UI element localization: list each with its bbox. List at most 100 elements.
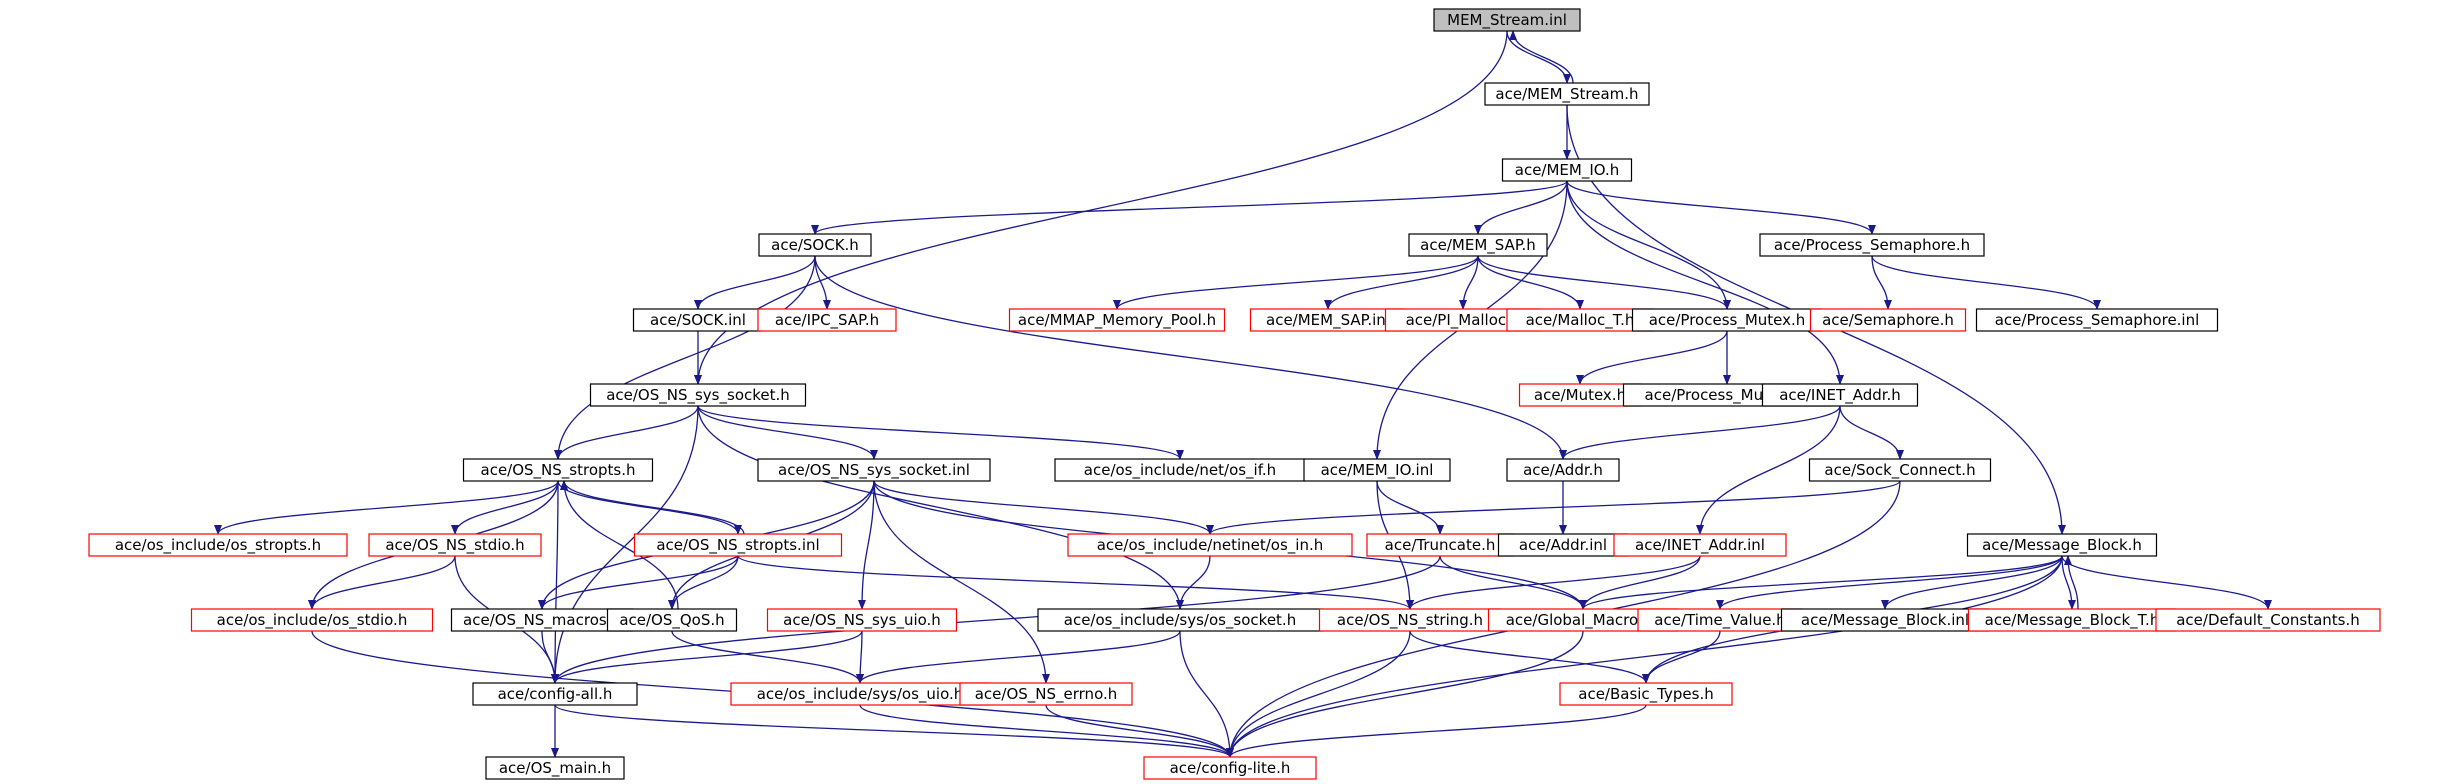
node-ace-mem-sap-h[interactable]: ace/MEM_SAP.h [1408, 233, 1548, 257]
node-ace-sock-h[interactable]: ace/SOCK.h [758, 233, 872, 257]
node-ace-os-include-os-stdio-h[interactable]: ace/os_include/os_stdio.h [190, 608, 434, 632]
edge-n16-to-n22 [697, 405, 1184, 460]
node-ace-os-ns-sys-uio-h[interactable]: ace/OS_NS_sys_uio.h [766, 608, 958, 632]
edge-n3-to-n4 [811, 180, 1568, 235]
node-label: ace/IPC_SAP.h [775, 311, 879, 330]
edge-n33-to-n43 [2061, 555, 2076, 610]
node-label: ace/OS_NS_sys_uio.h [783, 611, 941, 630]
node-box [462, 458, 654, 482]
node-ace-process-semaphore-inl[interactable]: ace/Process_Semaphore.inl [1975, 308, 2219, 332]
edge-n38-to-n46 [856, 630, 1181, 684]
node-ace-time-value-h[interactable]: ace/Time_Value.h [1637, 608, 1803, 632]
node-label: ace/Addr.h [1523, 461, 1603, 479]
edge-n20-to-n26 [214, 480, 559, 535]
node-ace-process-semaphore-h[interactable]: ace/Process_Semaphore.h [1759, 233, 1985, 257]
edge-n21-to-n29 [873, 480, 1214, 535]
node-box [1613, 533, 1787, 557]
node-ace-config-lite-h[interactable]: ace/config-lite.h [1143, 756, 1317, 780]
edge-n20-to-n27 [451, 480, 559, 535]
node-ace-mmap-memory-pool-h[interactable]: ace/MMAP_Memory_Pool.h [1008, 308, 1226, 332]
edge-n30-to-n45 [551, 555, 1441, 684]
edge-n30-to-n40 [1439, 555, 1587, 610]
edge-n37-to-n46 [856, 630, 865, 684]
edge-n48-to-n50 [1226, 704, 1647, 758]
node-ace-global-macros-h[interactable]: ace/Global_Macros.h [1487, 608, 1679, 632]
node-ace-os-include-net-os-if-h[interactable]: ace/os_include/net/os_if.h [1054, 458, 1306, 482]
node-box [1143, 756, 1317, 780]
node-ace-pi-malloc-h[interactable]: ace/PI_Malloc.h [1384, 308, 1542, 332]
edge-n4-to-n7 [694, 255, 816, 310]
edge-n20-to-n45 [551, 480, 560, 684]
node-label: ace/Global_Macros.h [1506, 611, 1661, 630]
node-ace-os-ns-sys-socket-h[interactable]: ace/OS_NS_sys_socket.h [589, 383, 807, 407]
node-mem-stream-inl[interactable]: MEM_Stream.inl [1433, 8, 1581, 32]
node-ace-os-include-sys-os-uio-h[interactable]: ace/os_include/sys/os_uio.h [730, 682, 990, 706]
node-box [485, 756, 625, 780]
node-label: ace/Process_Semaphore.inl [1995, 311, 2200, 330]
node-label: ace/Message_Block_T.h [1985, 611, 2160, 630]
node-label: ace/Basic_Types.h [1578, 685, 1713, 704]
node-ace-mem-sap-inl[interactable]: ace/MEM_SAP.inl [1249, 308, 1407, 332]
node-box [472, 682, 638, 706]
edge-n16-to-n38 [697, 405, 1184, 610]
edge-n47-to-n50 [1045, 704, 1234, 758]
node-ace-truncate-h[interactable]: ace/Truncate.h [1366, 533, 1514, 557]
node-label: ace/PI_Malloc.h [1406, 311, 1521, 330]
node-ace-message-block-h[interactable]: ace/Message_Block.h [1966, 533, 2158, 557]
node-label: ace/Mutex.h [1534, 386, 1626, 404]
node-ace-addr-inl[interactable]: ace/Addr.inl [1497, 533, 1629, 557]
node-ace-os-include-os-stropts-h[interactable]: ace/os_include/os_stropts.h [88, 533, 348, 557]
node-ace-os-ns-stdio-h[interactable]: ace/OS_NS_stdio.h [368, 533, 542, 557]
node-box [1809, 308, 1967, 332]
node-ace-basic-types-h[interactable]: ace/Basic_Types.h [1559, 682, 1733, 706]
node-label: ace/OS_main.h [499, 759, 611, 778]
node-box [1067, 533, 1353, 557]
edge-n3-to-n6 [1566, 180, 1876, 235]
node-ace-os-ns-errno-h[interactable]: ace/OS_NS_errno.h [959, 682, 1133, 706]
node-ace-sock-inl[interactable]: ace/SOCK.inl [632, 308, 764, 332]
node-ace-mem-io-inl[interactable]: ace/MEM_IO.inl [1303, 458, 1451, 482]
node-box [190, 608, 434, 632]
node-ace-mutex-h[interactable]: ace/Mutex.h [1518, 383, 1642, 407]
node-ace-addr-h[interactable]: ace/Addr.h [1506, 458, 1620, 482]
node-ace-mem-io-h[interactable]: ace/MEM_IO.h [1501, 158, 1633, 182]
node-label: ace/Process_Semaphore.h [1774, 236, 1970, 255]
node-label: ace/Truncate.h [1385, 536, 1496, 554]
edge-n36-to-n46 [671, 630, 864, 684]
node-ace-os-qos-h[interactable]: ace/OS_QoS.h [606, 608, 738, 632]
node-box [2155, 608, 2381, 632]
node-ace-os-include-sys-os-socket-h[interactable]: ace/os_include/sys/os_socket.h [1037, 608, 1323, 632]
node-ace-sock-connect-h[interactable]: ace/Sock_Connect.h [1808, 458, 1992, 482]
node-box [589, 383, 807, 407]
node-ace-config-all-h[interactable]: ace/config-all.h [472, 682, 638, 706]
node-ace-os-ns-string-h[interactable]: ace/OS_NS_string.h [1318, 608, 1502, 632]
node-ace-os-ns-sys-socket-inl[interactable]: ace/OS_NS_sys_socket.inl [757, 458, 991, 482]
node-ace-message-block-inl[interactable]: ace/Message_Block.inl [1780, 608, 1990, 632]
node-ace-semaphore-h[interactable]: ace/Semaphore.h [1809, 308, 1967, 332]
node-ace-ipc-sap-h[interactable]: ace/IPC_SAP.h [757, 308, 897, 332]
node-ace-inet-addr-inl[interactable]: ace/INET_Addr.inl [1613, 533, 1787, 557]
node-ace-inet-addr-h[interactable]: ace/INET_Addr.h [1761, 383, 1919, 407]
edge-n20-to-n28 [557, 480, 742, 535]
edge-n33-to-n41 [1716, 555, 2063, 610]
node-ace-os-main-h[interactable]: ace/OS_main.h [485, 756, 625, 780]
node-label: ace/OS_NS_errno.h [975, 685, 1118, 704]
node-label: ace/OS_NS_sys_socket.h [606, 386, 790, 405]
node-ace-mem-stream-h[interactable]: ace/MEM_Stream.h [1484, 82, 1650, 106]
node-ace-default-constants-h[interactable]: ace/Default_Constants.h [2155, 608, 2381, 632]
node-ace-os-ns-stropts-h[interactable]: ace/OS_NS_stropts.h [462, 458, 654, 482]
edge-n39-to-n50 [1226, 630, 1411, 758]
edge-n5-to-n13 [1477, 255, 1731, 310]
node-ace-process-mutex-h[interactable]: ace/Process_Mutex.h [1631, 308, 1823, 332]
node-box [1433, 8, 1581, 32]
node-ace-os-ns-stropts-inl[interactable]: ace/OS_NS_stropts.inl [633, 533, 843, 557]
node-label: ace/Semaphore.h [1822, 311, 1954, 329]
node-ace-malloc-t-h[interactable]: ace/Malloc_T.h [1506, 308, 1654, 332]
edge-n16-to-n21 [697, 405, 878, 460]
node-ace-os-ns-macros-h[interactable]: ace/OS_NS_macros.h [450, 608, 634, 632]
edge-n23-to-n30 [1376, 480, 1444, 535]
node-ace-message-block-t-h[interactable]: ace/Message_Block_T.h [1967, 608, 2177, 632]
node-ace-os-include-netinet-os-in-h[interactable]: ace/os_include/netinet/os_in.h [1067, 533, 1353, 557]
node-box [1759, 233, 1985, 257]
edge-n38-to-n50 [1179, 630, 1234, 758]
